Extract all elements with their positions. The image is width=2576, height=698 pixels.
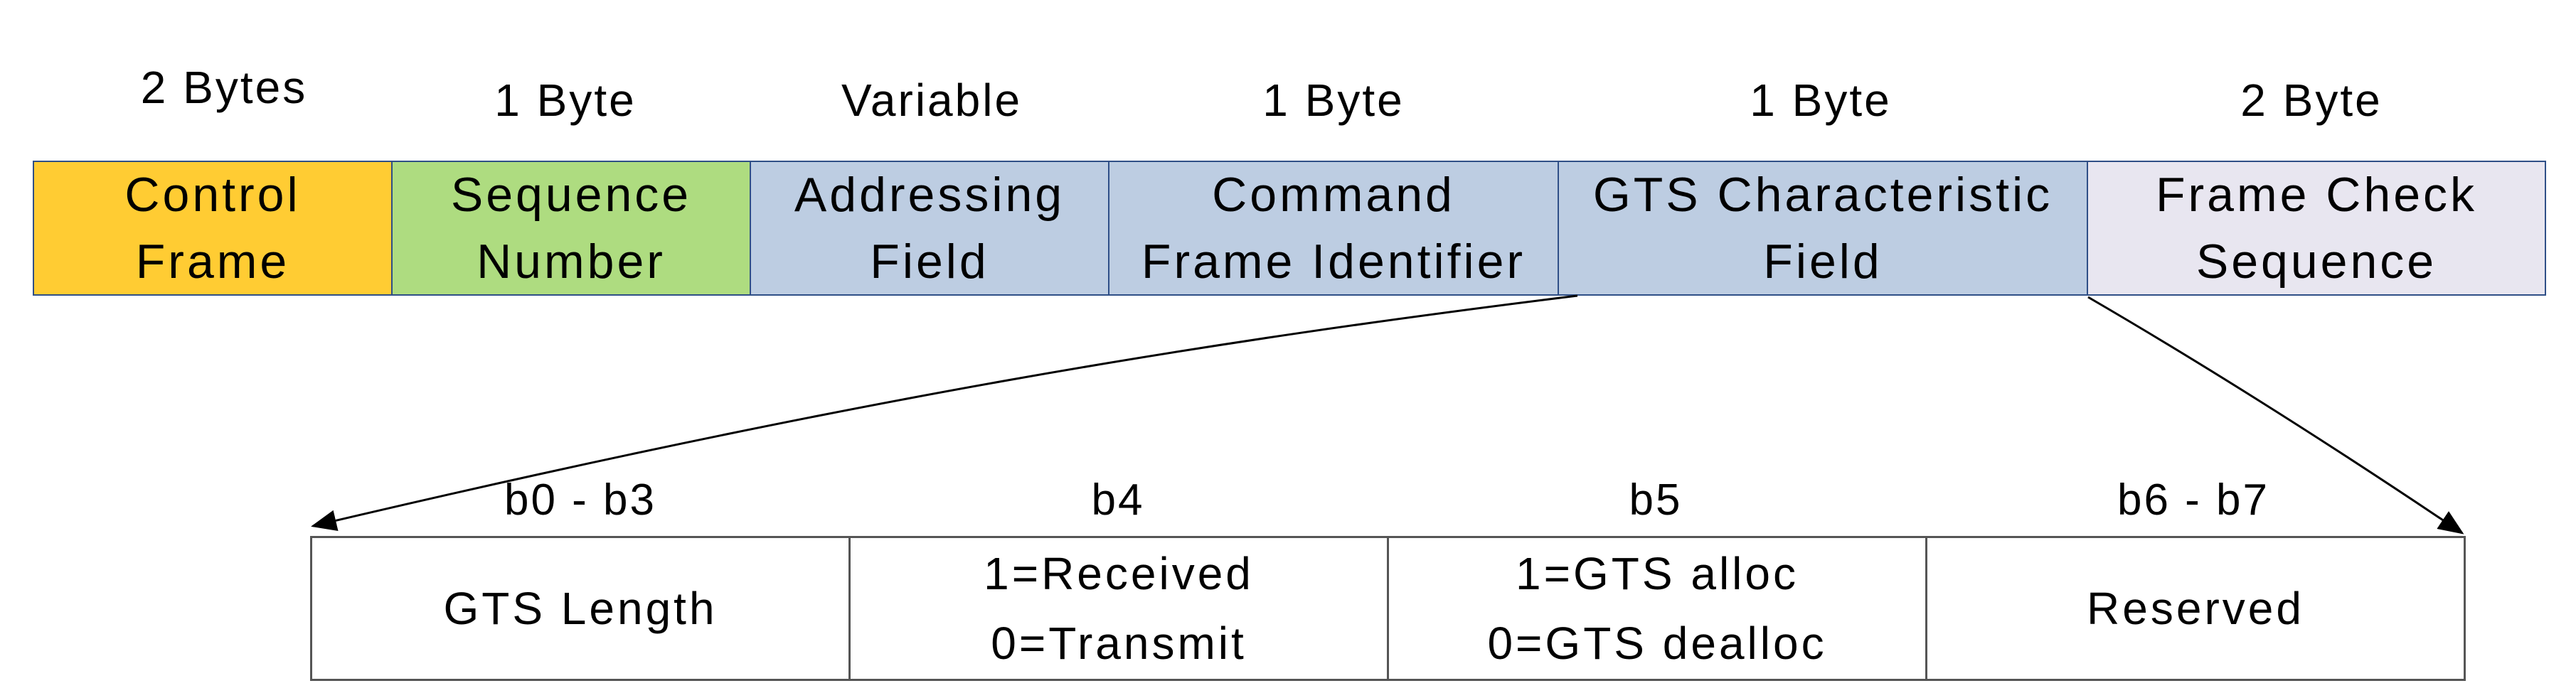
bit-field-direction: 1=Received 0=Transmit (848, 536, 1389, 681)
field-frame-check-sequence: Frame Check Sequence (2087, 161, 2546, 296)
bit-field-direction-line2: 0=Transmit (991, 618, 1247, 669)
bit-label-reserved: b6 - b7 (2117, 476, 2270, 525)
bit-label-gts-length: b0 - b3 (504, 476, 657, 525)
bit-label-direction: b4 (1091, 476, 1145, 525)
field-sequence-number-line1: Sequence (450, 168, 692, 222)
field-gts-characteristic-field: GTS Characteristic Field (1558, 161, 2088, 296)
size-label-gts-characteristic-field: 1 Byte (1750, 75, 1892, 126)
bit-field-gts-length: GTS Length (310, 536, 851, 681)
field-command-frame-identifier: Command Frame Identifier (1108, 161, 1559, 296)
bit-field-direction-line1: 1=Received (984, 548, 1254, 599)
field-control-frame-line2: Frame (135, 235, 290, 289)
size-label-sequence-number: 1 Byte (494, 75, 637, 126)
size-label-command-frame-identifier: 1 Byte (1262, 75, 1405, 126)
field-addressing-field-line1: Addressing (794, 168, 1065, 222)
field-control-frame: Control Frame (33, 161, 393, 296)
size-label-control-frame: 2 Bytes (140, 62, 308, 113)
field-gts-characteristic-field-line1: GTS Characteristic (1592, 168, 2053, 222)
field-sequence-number: Sequence Number (391, 161, 751, 296)
field-addressing-field: Addressing Field (750, 161, 1109, 296)
field-command-frame-identifier-line2: Frame Identifier (1141, 235, 1526, 289)
bit-field-gts-length-text: GTS Length (443, 583, 718, 634)
size-label-addressing-field: Variable (841, 75, 1023, 126)
size-label-frame-check-sequence: 2 Byte (2240, 75, 2383, 126)
field-frame-check-sequence-line2: Sequence (2196, 235, 2437, 289)
bit-field-gts-alloc-line1: 1=GTS alloc (1516, 548, 1799, 599)
bit-label-gts-alloc: b5 (1629, 476, 1683, 525)
bit-field-reserved: Reserved (1925, 536, 2466, 681)
arrow-left-line (311, 294, 1578, 531)
field-control-frame-line1: Control (124, 168, 301, 222)
field-gts-characteristic-field-line2: Field (1763, 235, 1883, 289)
bit-field-gts-alloc: 1=GTS alloc 0=GTS dealloc (1387, 536, 1927, 681)
bit-field-gts-alloc-line2: 0=GTS dealloc (1487, 618, 1827, 669)
field-addressing-field-line2: Field (870, 235, 989, 289)
bit-field-reserved-text: Reserved (2087, 583, 2304, 634)
field-command-frame-identifier-line1: Command (1212, 168, 1455, 222)
field-sequence-number-line2: Number (477, 235, 666, 289)
field-frame-check-sequence-line1: Frame Check (2155, 168, 2478, 222)
arrow-right-line (2087, 296, 2464, 535)
